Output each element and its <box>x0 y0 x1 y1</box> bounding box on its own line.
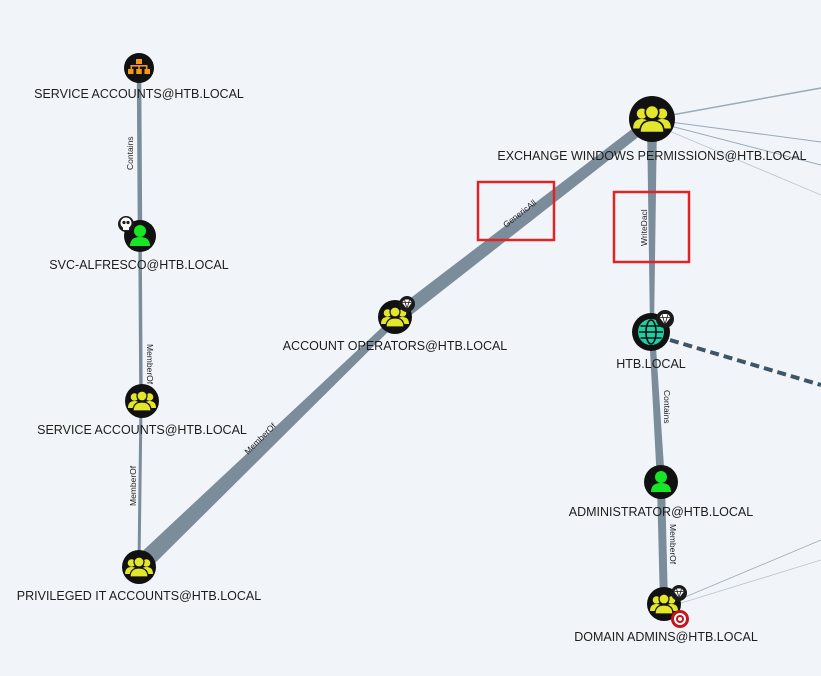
node-account-operators[interactable] <box>378 296 415 334</box>
globe-icon <box>638 319 664 345</box>
node-label-exchange-windows-permissions: EXCHANGE WINDOWS PERMISSIONS@HTB.LOCAL <box>497 149 806 163</box>
edge-line-offscreen[interactable] <box>654 124 821 196</box>
node-label-service-accounts-group: SERVICE ACCOUNTS@HTB.LOCAL <box>37 423 247 437</box>
org-chart-icon <box>128 59 150 74</box>
node-label-privileged-it-accounts: PRIVILEGED IT ACCOUNTS@HTB.LOCAL <box>17 589 262 603</box>
edge-contains-domain-admin[interactable] <box>649 332 665 482</box>
edge-label-writedacl: WriteDacl <box>639 209 649 246</box>
diamond-icon <box>671 585 687 601</box>
node-htb-local[interactable] <box>632 310 674 351</box>
node-svc-alfresco[interactable] <box>118 216 156 252</box>
node-label-domain-admins: DOMAIN ADMINS@HTB.LOCAL <box>574 630 758 644</box>
edge-line-dashed[interactable] <box>669 338 821 387</box>
edge-memberof-group-privit[interactable] <box>137 404 143 565</box>
user-icon <box>651 471 671 492</box>
diamond-icon <box>656 310 674 328</box>
edge-label-contains: Contains <box>662 390 672 424</box>
edge-line-offscreen[interactable] <box>654 119 821 143</box>
target-icon <box>671 610 689 628</box>
node-service-accounts-ou[interactable] <box>124 53 154 83</box>
edges-layer <box>133 69 821 605</box>
edge-memberof-user-group[interactable] <box>138 239 143 399</box>
node-domain-admins[interactable] <box>647 585 689 628</box>
group-icon <box>125 556 153 578</box>
edge-label-memberof: MemberOf <box>128 465 138 506</box>
node-label-service-accounts-ou: SERVICE ACCOUNTS@HTB.LOCAL <box>34 87 244 101</box>
edge-genericall[interactable] <box>391 116 655 323</box>
edge-memberof-admin-da[interactable] <box>657 484 668 604</box>
node-administrator[interactable] <box>644 465 678 499</box>
edge-label-memberof: MemberOf <box>668 524 678 565</box>
highlight-box-writedacl <box>612 190 691 264</box>
edge-line-offscreen[interactable] <box>654 87 821 119</box>
user-icon <box>130 225 150 246</box>
node-label-account-operators: ACCOUNT OPERATORS@HTB.LOCAL <box>283 339 508 353</box>
edge-label-contains: Contains <box>125 136 135 170</box>
diamond-icon <box>399 296 415 312</box>
edge-line-offscreen[interactable] <box>677 539 821 601</box>
edge-memberof-privit-accops[interactable] <box>133 316 398 572</box>
edge-writedacl[interactable] <box>647 120 657 330</box>
edge-line-offscreen[interactable] <box>654 121 821 166</box>
edge-contains-ou-user[interactable] <box>136 69 143 234</box>
group-icon <box>128 390 156 412</box>
node-label-htb-local: HTB.LOCAL <box>616 357 686 371</box>
group-icon <box>381 306 409 328</box>
node-privileged-it-accounts[interactable] <box>122 550 156 584</box>
node-label-administrator: ADMINISTRATOR@HTB.LOCAL <box>569 505 754 519</box>
skull-icon <box>118 216 134 232</box>
node-exchange-windows-permissions[interactable] <box>629 96 675 142</box>
node-label-svc-alfresco: SVC-ALFRESCO@HTB.LOCAL <box>49 258 228 272</box>
highlight-box-genericall <box>476 180 556 242</box>
edge-label-memberof: MemberOf <box>145 344 155 385</box>
edge-line-offscreen[interactable] <box>677 559 821 605</box>
node-service-accounts-group[interactable] <box>125 384 159 418</box>
group-icon <box>633 104 671 134</box>
